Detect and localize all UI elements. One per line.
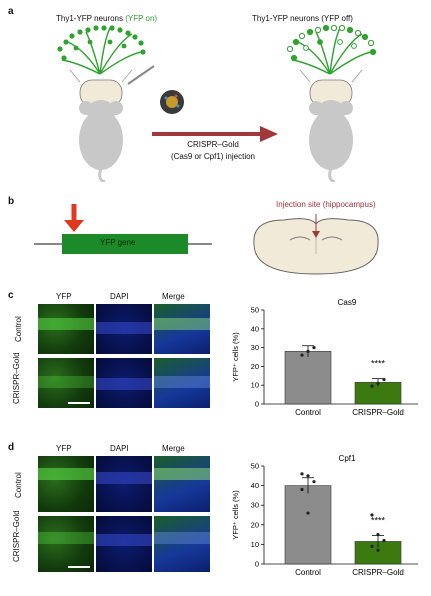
neuron-dots-right <box>286 24 377 62</box>
y-tick-label: 30 <box>251 501 259 510</box>
injection-arrow-icon <box>152 126 278 142</box>
micrograph-d-crispr-merge <box>154 516 210 572</box>
mouse-left-icon <box>79 100 123 182</box>
micrograph-c-control-yfp <box>38 304 94 354</box>
y-tick-label: 0 <box>255 560 259 569</box>
neuron-dots-left <box>57 25 146 61</box>
data-point <box>376 548 380 552</box>
micrograph-d-control-yfp <box>38 456 94 512</box>
x-tick-label: Control <box>295 568 321 577</box>
neuron-fan-right <box>291 27 373 75</box>
panel-c-header-dapi: DAPI <box>110 292 129 301</box>
panel-c-header-yfp: YFP <box>56 292 72 301</box>
panel-d-header-yfp: YFP <box>56 444 72 453</box>
micrograph-d-crispr-yfp <box>38 516 94 572</box>
injection-label: Injection site (hippocampus) <box>276 200 376 209</box>
y-tick-label: 10 <box>251 381 259 390</box>
y-tick-label: 0 <box>255 400 259 409</box>
data-point <box>382 377 386 382</box>
panel-c-label: c <box>8 290 14 301</box>
gene-label: YFP gene <box>100 238 136 247</box>
scale-bar-c <box>68 402 90 404</box>
injection-site-arrow-icon <box>312 214 320 238</box>
micrograph-c-crispr-dapi <box>96 358 152 408</box>
panel-d-header-dapi: DAPI <box>110 444 129 453</box>
y-tick-label: 50 <box>251 462 259 471</box>
data-point <box>300 353 304 357</box>
yfp-gene-box <box>62 234 188 254</box>
brain-section-icon <box>253 218 379 275</box>
micrograph-c-crispr-merge <box>154 358 210 408</box>
neuron-fan-left <box>61 27 143 75</box>
data-point <box>370 544 374 548</box>
bar <box>284 485 332 565</box>
bar <box>284 351 332 405</box>
panel-a-right-title: Thy1-YFP neurons (YFP off) <box>252 14 353 23</box>
data-point <box>382 538 386 543</box>
panel-d-header-merge: Merge <box>162 444 185 453</box>
cut-arrow-icon <box>64 204 84 232</box>
micrograph-d-control-dapi <box>96 456 152 512</box>
scale-bar-d <box>68 566 90 568</box>
syringe-icon <box>127 65 155 85</box>
micrograph-c-control-dapi <box>96 304 152 354</box>
significance-label: **** <box>371 516 386 526</box>
panel-d-row-control: Control <box>14 472 23 498</box>
micrograph-d-crispr-dapi <box>96 516 152 572</box>
data-point <box>370 513 374 517</box>
arrow-label-2: (Cas9 or Cpf1) injection <box>170 152 256 161</box>
left-title-highlight: (YFP on) <box>125 14 158 23</box>
x-tick-label: CRISPR–Gold <box>352 408 404 417</box>
panel-d-label: d <box>8 442 15 453</box>
panel-a-illustration <box>57 24 377 182</box>
panel-c-row-control: Control <box>14 316 23 342</box>
data-point <box>376 533 380 537</box>
y-axis-label: YFP⁺ cells (%) <box>231 490 240 540</box>
chart-title: Cpf1 <box>339 454 356 463</box>
mouse-right-icon <box>309 100 353 182</box>
y-axis-label: YFP⁺ cells (%) <box>231 332 240 382</box>
data-point <box>300 487 304 492</box>
data-point <box>312 346 316 350</box>
chart-title: Cas9 <box>338 298 357 307</box>
data-point <box>306 349 310 353</box>
panel-b-illustration <box>34 204 379 275</box>
crispr-gold-particle-icon <box>160 90 184 114</box>
y-tick-label: 30 <box>251 343 259 352</box>
panel-c-header-merge: Merge <box>162 292 185 301</box>
data-point <box>376 381 380 385</box>
data-point <box>370 384 374 388</box>
micrograph-c-control-merge <box>154 304 210 354</box>
x-tick-label: Control <box>295 408 321 417</box>
y-tick-label: 10 <box>251 540 259 549</box>
data-point <box>312 480 316 484</box>
panel-d-row-crispr: CRISPR–Gold <box>12 510 21 562</box>
micrograph-d-control-merge <box>154 456 210 512</box>
panel-a-left-title: Thy1-YFP neurons (YFP on) <box>56 14 157 23</box>
data-point <box>306 511 310 515</box>
y-tick-label: 40 <box>251 481 259 490</box>
data-point <box>306 474 310 478</box>
left-title-prefix: Thy1-YFP neurons <box>56 14 126 23</box>
y-tick-label: 20 <box>251 362 259 371</box>
micrograph-c-crispr-yfp <box>38 358 94 408</box>
y-tick-label: 50 <box>251 306 259 315</box>
panel-c-row-crispr: CRISPR–Gold <box>12 352 21 404</box>
panel-b-label: b <box>8 196 15 207</box>
significance-label: **** <box>371 359 386 369</box>
y-tick-label: 40 <box>251 324 259 333</box>
data-point <box>300 472 304 476</box>
x-tick-label: CRISPR–Gold <box>352 568 404 577</box>
arrow-label-1: CRISPR–Gold <box>187 140 239 149</box>
panel-a-label: a <box>8 6 14 17</box>
y-tick-label: 20 <box>251 520 259 529</box>
